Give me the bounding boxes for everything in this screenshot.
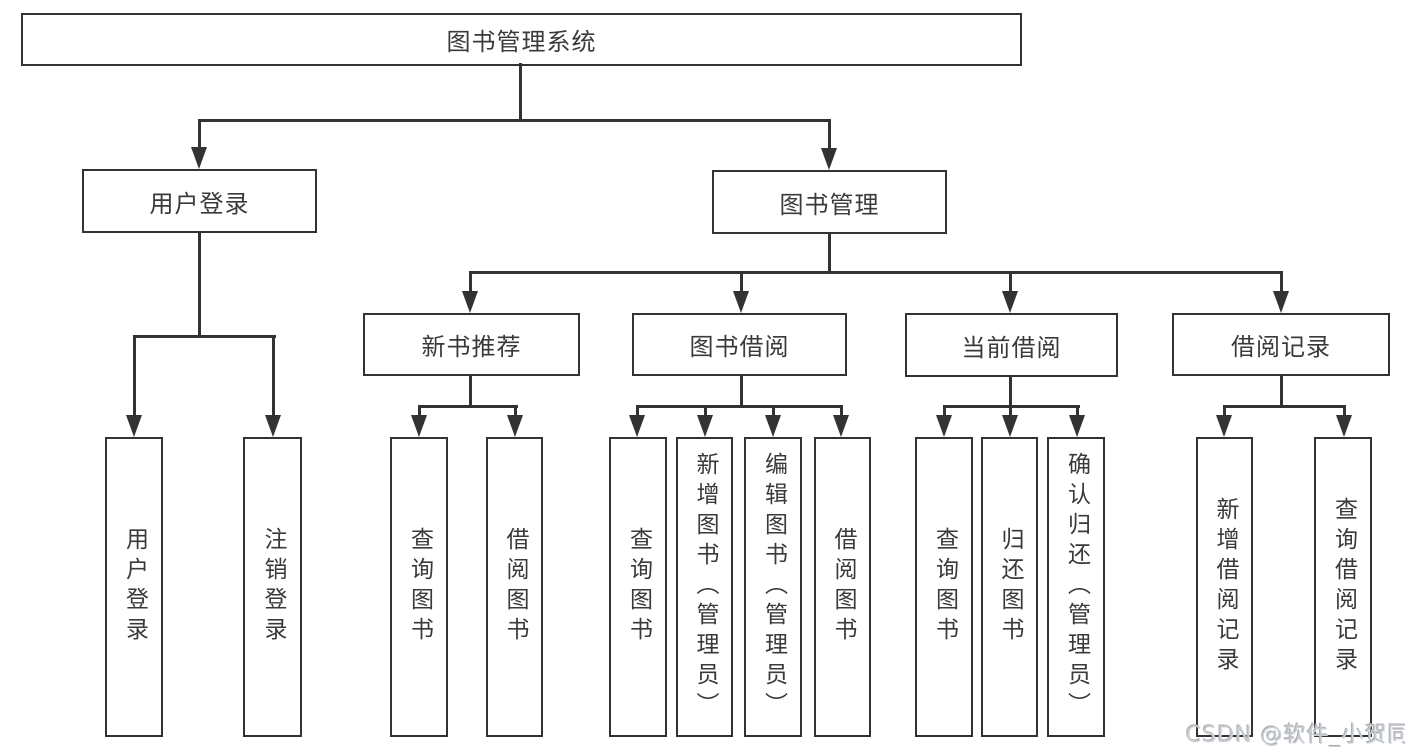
- connector-line: [417, 405, 518, 408]
- node-user-login: 用户登录: [82, 169, 317, 233]
- leaf-return-books: 归还图书: [981, 437, 1038, 737]
- leaf-add-borrow-record: 新增借阅记录: [1196, 437, 1253, 737]
- leaf-label: 查询借阅记录: [1330, 497, 1357, 677]
- connector-line: [1342, 405, 1346, 419]
- connector-line: [827, 119, 831, 152]
- connector-line: [1279, 271, 1283, 295]
- connector-line: [771, 405, 775, 419]
- arrowhead-icon: [126, 415, 142, 437]
- connector-line: [635, 405, 843, 408]
- leaf-query-books-recommend: 查询图书: [390, 437, 448, 737]
- connector-line: [942, 405, 946, 419]
- leaf-label: 查询图书: [931, 527, 958, 647]
- node-label: 图书管理: [779, 190, 880, 219]
- node-label: 借阅记录: [1231, 333, 1331, 361]
- connector-line: [1008, 271, 1012, 295]
- node-book-borrowing: 图书借阅: [632, 313, 847, 376]
- connector-line: [198, 119, 831, 122]
- connector-line: [739, 375, 743, 408]
- arrowhead-icon: [265, 415, 281, 437]
- node-label: 图书管理系统: [446, 28, 597, 56]
- connector-line: [827, 232, 831, 274]
- leaf-label: 编辑图书（管理员）: [760, 452, 787, 722]
- leaf-label: 归还图书: [997, 527, 1023, 647]
- leaf-confirm-return-admin: 确认归还（管理员）: [1047, 437, 1105, 737]
- leaf-add-books-admin: 新增图书（管理员）: [676, 437, 733, 737]
- leaf-borrow-books-recommend: 借阅图书: [486, 437, 543, 737]
- leaf-label: 查询图书: [625, 527, 652, 647]
- leaf-label: 注销登录: [260, 527, 286, 647]
- connector-line: [1222, 405, 1346, 408]
- connector-line: [703, 405, 707, 419]
- leaf-logout: 注销登录: [243, 437, 302, 737]
- connector-line: [468, 375, 472, 408]
- arrowhead-icon: [462, 291, 478, 313]
- arrowhead-icon: [1002, 415, 1018, 437]
- arrowhead-icon: [1069, 415, 1085, 437]
- arrowhead-icon: [936, 415, 952, 437]
- node-label: 当前借阅: [961, 333, 1062, 362]
- leaf-label: 借阅图书: [830, 527, 856, 647]
- node-book-management: 图书管理: [712, 170, 947, 234]
- connector-line: [839, 405, 843, 419]
- connector-line: [1222, 405, 1226, 419]
- leaf-label: 用户登录: [121, 527, 148, 647]
- node-new-book-recommend: 新书推荐: [363, 313, 580, 376]
- connector-line: [417, 405, 421, 419]
- connector-line: [468, 271, 472, 295]
- leaf-label: 新增图书（管理员）: [692, 452, 718, 722]
- arrowhead-icon: [821, 148, 837, 170]
- node-borrowing-records: 借阅记录: [1172, 313, 1390, 376]
- arrowhead-icon: [507, 415, 523, 437]
- node-label: 新书推荐: [421, 333, 522, 361]
- arrowhead-icon: [1336, 415, 1352, 437]
- connector-line: [132, 335, 276, 338]
- connector-line: [1008, 405, 1012, 419]
- leaf-query-books-current: 查询图书: [915, 437, 973, 737]
- leaf-label: 新增借阅记录: [1212, 497, 1238, 677]
- arrowhead-icon: [411, 415, 427, 437]
- arrowhead-icon: [833, 415, 849, 437]
- leaf-label: 确认归还（管理员）: [1063, 452, 1090, 722]
- arrowhead-icon: [191, 147, 207, 169]
- node-root-library-system: 图书管理系统: [21, 13, 1022, 66]
- leaf-borrow-books: 借阅图书: [814, 437, 871, 737]
- arrowhead-icon: [629, 415, 645, 437]
- arrowhead-icon: [765, 415, 781, 437]
- connector-line: [739, 271, 743, 295]
- leaf-label: 查询图书: [406, 527, 433, 647]
- node-current-borrowing: 当前借阅: [905, 313, 1118, 377]
- leaf-user-login: 用户登录: [105, 437, 163, 737]
- connector-line: [1279, 375, 1283, 408]
- csdn-watermark: CSDN @软件_小贺同学: [1186, 723, 1405, 747]
- arrowhead-icon: [697, 415, 713, 437]
- connector-line: [132, 335, 136, 419]
- connector-line: [271, 335, 275, 419]
- node-label: 图书借阅: [689, 333, 790, 361]
- leaf-edit-books-admin: 编辑图书（管理员）: [744, 437, 802, 737]
- connector-line: [468, 271, 1283, 274]
- leaf-query-borrow-record: 查询借阅记录: [1314, 437, 1372, 737]
- connector-line: [197, 119, 201, 151]
- connector-line: [513, 405, 517, 419]
- connector-line: [519, 63, 522, 122]
- connector-line: [1008, 375, 1012, 408]
- connector-line: [635, 405, 639, 419]
- connector-line: [197, 231, 201, 338]
- leaf-query-books-borrowing: 查询图书: [609, 437, 667, 737]
- connector-line: [1075, 405, 1079, 419]
- arrowhead-icon: [1002, 291, 1018, 313]
- node-label: 用户登录: [149, 189, 250, 218]
- leaf-label: 借阅图书: [502, 527, 528, 647]
- arrowhead-icon: [733, 291, 749, 313]
- arrowhead-icon: [1216, 415, 1232, 437]
- arrowhead-icon: [1273, 291, 1289, 313]
